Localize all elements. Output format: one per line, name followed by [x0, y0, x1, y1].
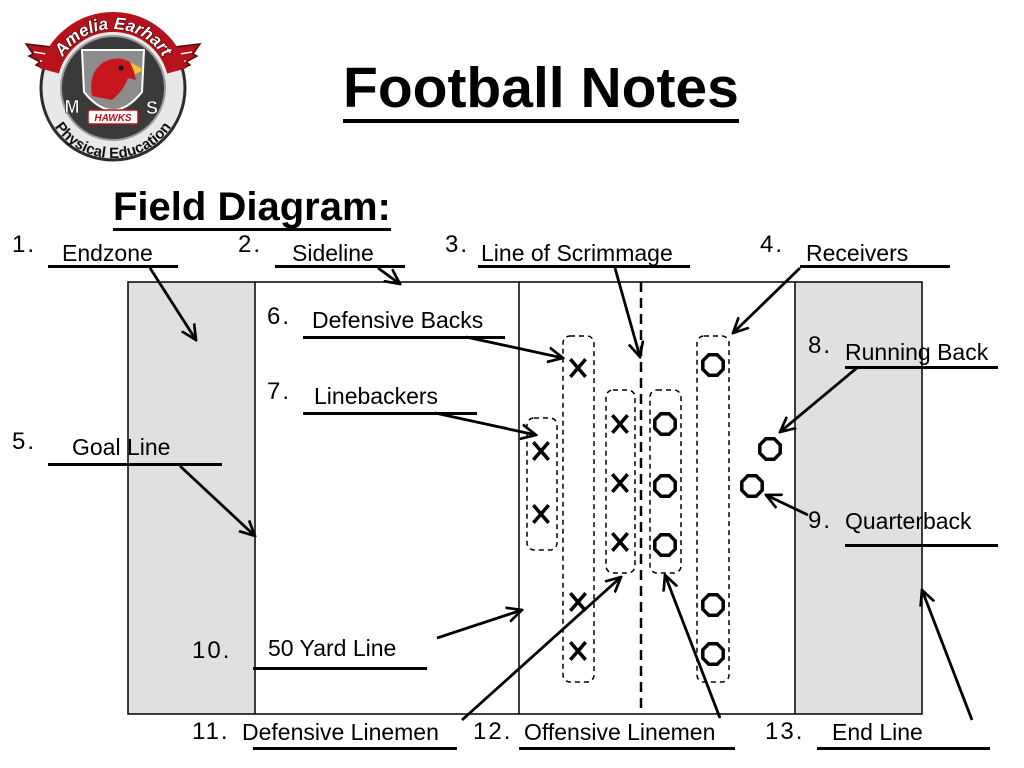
defensive-lineman-marker: [611, 532, 629, 552]
offensive-lineman-marker: [653, 474, 677, 498]
label-answer: Sideline: [275, 240, 405, 268]
logo-banner: [87, 109, 139, 125]
arrow-fifty-yard-line: [436, 610, 522, 640]
label-answer: Goal Line: [48, 434, 222, 466]
linebacker-marker: [532, 441, 550, 461]
logo-right-letter: S: [146, 98, 158, 118]
label-answer: Defensive Backs: [303, 307, 505, 339]
defensive-back-marker: [569, 592, 587, 612]
label-number: 4.: [760, 231, 785, 258]
offensive-lineman-marker: [653, 412, 677, 436]
label-answer: Receivers: [800, 240, 950, 268]
defensive-linemen-group: [605, 389, 636, 574]
defensive-back-marker: [569, 641, 587, 661]
arrow-end-line: [922, 590, 974, 721]
arrow-goal-line: [179, 464, 255, 536]
label-answer: Line of Scrimmage: [478, 240, 690, 268]
logo-banner-text: HAWKS: [94, 113, 132, 124]
label-answer: 50 Yard Line: [253, 635, 427, 670]
field-outline: [127, 281, 923, 715]
label-answer: Endzone: [48, 240, 178, 268]
arrow-offensive-linemen: [665, 575, 722, 719]
defensive-lineman-marker: [611, 414, 629, 434]
arrow-linebackers: [434, 411, 536, 435]
label-number: 1.: [12, 231, 37, 258]
label-number: 8.: [808, 332, 833, 359]
arrow-sideline: [377, 266, 400, 284]
arrow-defensive-backs: [465, 335, 563, 358]
receivers-group: [696, 335, 730, 683]
arrow-endzone: [148, 267, 196, 340]
label-number: 6.: [267, 303, 292, 330]
label-answer: Linebackers: [303, 383, 477, 415]
label-number: 13.: [765, 718, 805, 745]
label-answer: Quarterback: [845, 508, 998, 547]
label-answer: Running Back: [845, 339, 998, 369]
section-heading: Field Diagram:: [113, 185, 391, 231]
arrow-receivers: [733, 266, 801, 333]
label-number: 11.: [192, 718, 230, 745]
logo-top-ribbon: [39, 11, 187, 74]
arrow-defensive-linemen: [461, 577, 621, 722]
defensive-lineman-marker: [611, 473, 629, 493]
school-logo: M S HAWKS Amelia Earhart Physical Educat…: [24, 11, 202, 162]
label-number: 9.: [808, 507, 833, 534]
defensive-back-marker: [569, 358, 587, 378]
logo-hawk-eye: [118, 65, 124, 71]
page-title: Football Notes: [343, 57, 739, 123]
label-number: 10.: [192, 637, 232, 664]
offensive-lineman-marker: [653, 533, 677, 557]
logo-hawk-beak: [130, 62, 144, 74]
endzone-left: [128, 282, 255, 714]
arrow-running-back: [780, 365, 859, 432]
label-answer: Defensive Linemen: [242, 719, 457, 750]
label-answer: Offensive Linemen: [519, 719, 735, 750]
label-answer: End Line: [817, 719, 990, 750]
arrow-quarterback: [766, 495, 809, 517]
logo-hawk-icon: [91, 58, 142, 100]
label-number: 5.: [12, 428, 37, 455]
receiver-marker: [701, 642, 725, 666]
label-number: 3.: [445, 231, 470, 258]
linebacker-marker: [532, 504, 550, 524]
label-number: 12.: [473, 718, 513, 745]
receiver-marker: [701, 353, 725, 377]
arrow-line-of-scrimmage: [613, 267, 640, 357]
quarterback-marker: [740, 474, 764, 498]
running-back-marker: [758, 437, 782, 461]
endzone-right: [795, 282, 922, 714]
label-number: 2.: [238, 231, 263, 258]
receiver-marker: [701, 593, 725, 617]
linebackers-group: [526, 417, 558, 551]
defensive-backs-group: [562, 335, 595, 683]
logo-left-letter: M: [65, 97, 80, 117]
label-number: 7.: [267, 378, 292, 405]
